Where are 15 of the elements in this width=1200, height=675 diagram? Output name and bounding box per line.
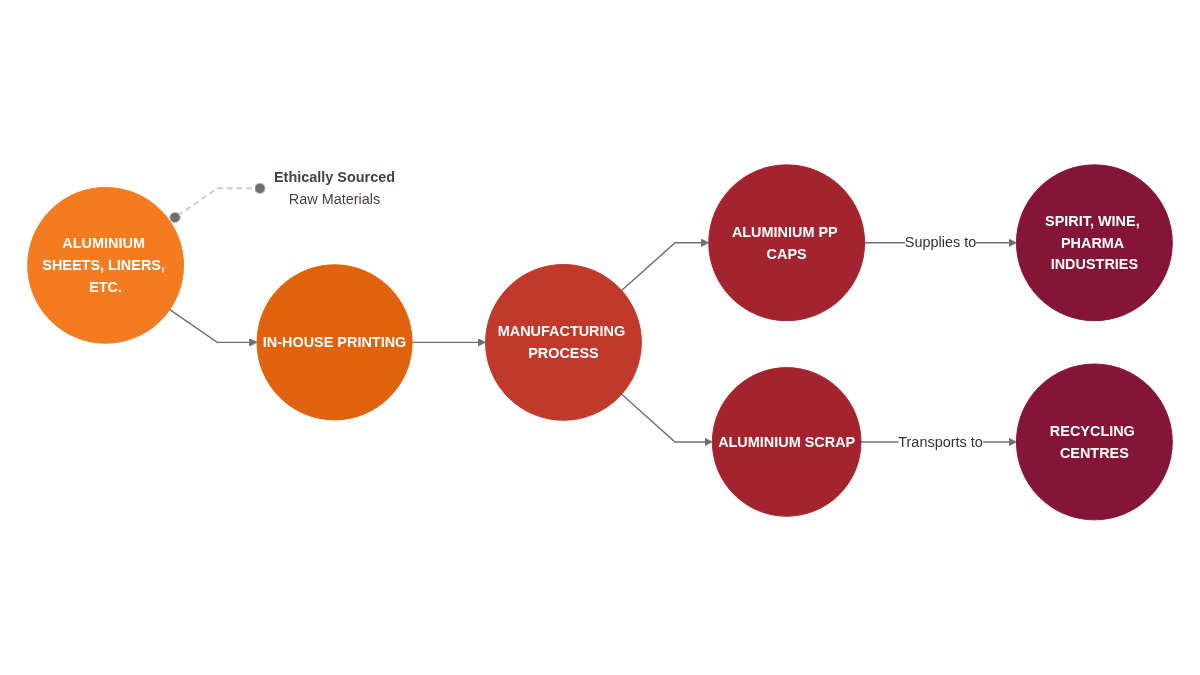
node-circle: SPIRIT, WINE, PHARMA INDUSTRIES <box>1015 164 1173 322</box>
arrow <box>620 393 713 447</box>
node-circle: RECYCLING CENTRES <box>1015 363 1173 521</box>
connector <box>168 182 268 224</box>
edge-label: Supplies to <box>904 233 977 251</box>
arrow <box>169 308 258 347</box>
node-text: Ethically Sourced Raw Materials <box>274 168 396 207</box>
node-circle: ALUMINIUM PP CAPS <box>708 164 866 322</box>
edge-label: Transports to <box>898 433 983 450</box>
node-circle: ALUMINIUM SCRAP <box>711 367 862 517</box>
node-circle: MANUFACTURING PROCESS <box>485 263 642 421</box>
arrow <box>411 338 486 347</box>
arrow <box>620 238 710 292</box>
node-circle: ALUMINIUM SHEETS, LINERS, ETC. <box>27 186 185 344</box>
node-circle: IN-HOUSE PRINTING <box>256 264 413 421</box>
